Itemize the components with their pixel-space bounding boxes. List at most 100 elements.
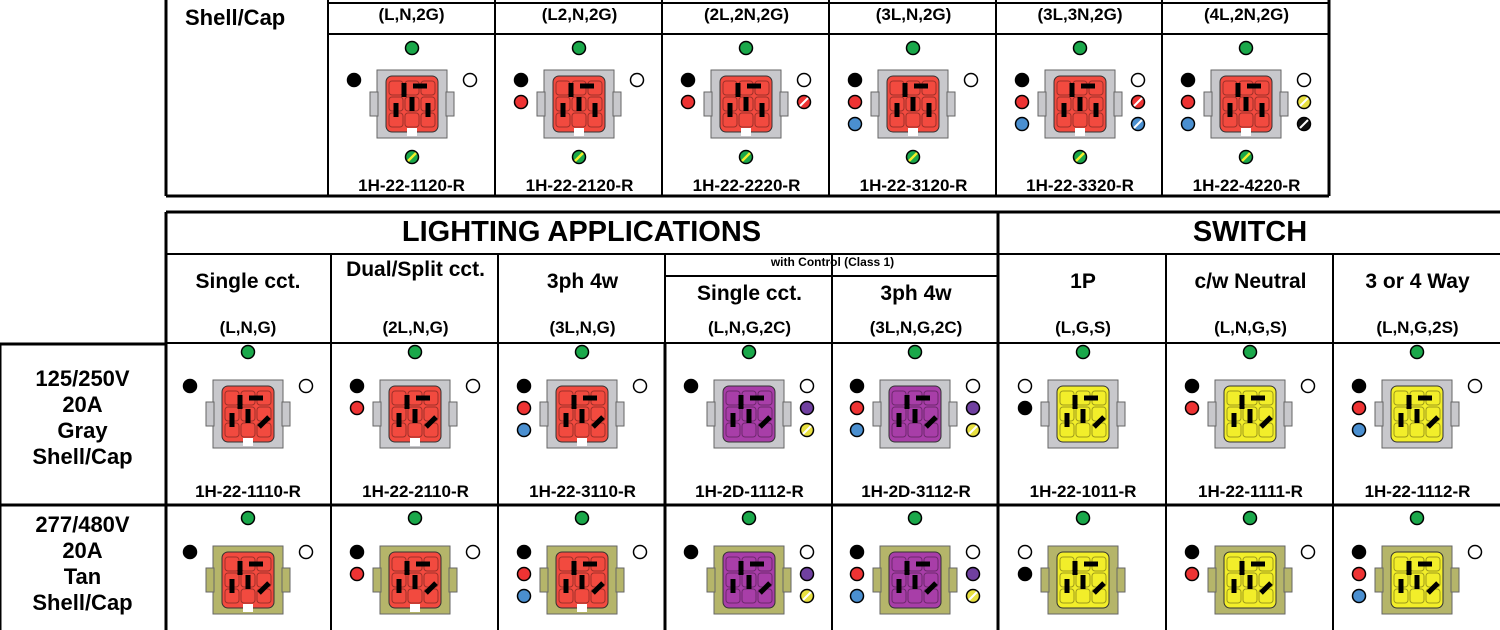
shell-tab	[706, 401, 716, 427]
key-notch	[741, 128, 751, 136]
pin-blade	[912, 575, 918, 589]
pin-blade	[1259, 103, 1265, 117]
wire-color-icon	[1184, 544, 1200, 560]
pin-blade	[926, 103, 932, 117]
pin-blade	[1426, 581, 1440, 595]
wire-color-icon	[516, 400, 532, 416]
pin-blade	[591, 581, 605, 595]
pin-blade	[229, 413, 235, 427]
wire-color-icon	[796, 72, 812, 88]
pin-blade	[579, 409, 585, 423]
wire-color-icon	[1184, 400, 1200, 416]
pin-blade	[412, 409, 418, 423]
pin-cavity	[404, 112, 420, 128]
pin-blade	[1092, 415, 1106, 429]
pin-cavity	[1072, 112, 1088, 128]
wire-color-icon	[349, 400, 365, 416]
ground-wire-icon	[407, 344, 423, 360]
shell-tab	[445, 91, 455, 117]
ground-wire-icon	[240, 344, 256, 360]
key-notch	[908, 128, 918, 136]
wire-color-icon	[182, 544, 198, 560]
stripe-mark	[1241, 152, 1251, 162]
pin-blade	[902, 83, 908, 97]
pin-blade	[912, 409, 918, 423]
wire-color-icon	[298, 544, 314, 560]
pin-blade	[1414, 409, 1420, 423]
pin-blade	[1084, 561, 1098, 567]
ground-wire-icon	[1075, 510, 1091, 526]
stripe-mark	[1299, 119, 1309, 129]
wire-color-icon	[683, 544, 699, 560]
shell-tab	[372, 401, 382, 427]
col-3-or-4-way: 3 or 4 Way	[1365, 270, 1470, 293]
shell-tab	[1113, 91, 1123, 117]
key-notch	[243, 604, 253, 612]
pin-blade	[1064, 579, 1070, 593]
pin-blade	[1080, 575, 1086, 589]
key-notch	[410, 438, 420, 446]
ground-wire-icon	[1409, 510, 1425, 526]
pin-blade	[571, 561, 577, 575]
stripe-mark	[574, 152, 584, 162]
pin-blade	[576, 97, 582, 111]
col-1p: 1P	[1070, 270, 1096, 293]
shell-tab	[539, 567, 549, 593]
pin-blade	[237, 395, 243, 409]
pin-blade	[1061, 103, 1067, 117]
part-number: 1H-22-1111-R	[1198, 482, 1303, 501]
stripe-mark	[802, 591, 812, 601]
shell-tab	[1040, 401, 1050, 427]
shell-tab	[946, 91, 956, 117]
wire-color-icon	[1300, 378, 1316, 394]
wiring-code: (2L,N,G)	[382, 318, 449, 337]
pin-blade	[571, 395, 577, 409]
pin-blade	[904, 561, 910, 575]
wiring-code: (L,G,S)	[1055, 318, 1111, 337]
stripe-mark	[407, 152, 417, 162]
stripe-mark	[968, 425, 978, 435]
pin-blade	[1080, 409, 1086, 423]
pin-blade	[758, 581, 772, 595]
part-number: 1H-22-2110-R	[362, 482, 469, 501]
pin-blade	[579, 575, 585, 589]
pin-blade	[904, 395, 910, 409]
shell-tab	[372, 567, 382, 593]
wire-color-icon	[849, 400, 865, 416]
top-code: (2L,2N,2G)	[703, 5, 790, 24]
wiring-code: (3L,N,G,2C)	[869, 318, 963, 337]
wire-color-icon	[849, 378, 865, 394]
shell-tab	[1279, 91, 1289, 117]
part-number: 1H-22-3110-R	[529, 482, 636, 501]
wiring-code: (L,N,G,2S)	[1376, 318, 1459, 337]
key-notch	[1075, 128, 1085, 136]
shell-tab	[1203, 91, 1213, 117]
wire-color-icon	[965, 378, 981, 394]
shell-tab	[782, 401, 792, 427]
pin-blade	[249, 561, 263, 567]
pin-blade	[1231, 579, 1237, 593]
key-notch	[1241, 128, 1251, 136]
pin-blade	[404, 395, 410, 409]
pin-cavity	[1238, 112, 1254, 128]
pin-blade	[1235, 83, 1241, 97]
wire-color-icon	[1180, 72, 1196, 88]
shell-tab	[205, 567, 215, 593]
col-single-cct: Single cct.	[195, 270, 301, 293]
pin-blade	[404, 561, 410, 575]
pin-blade	[1072, 561, 1078, 575]
top-part-number: 1H-22-1120-R	[358, 176, 465, 195]
shell-tab	[615, 567, 625, 593]
wire-color-icon	[462, 72, 478, 88]
wire-color-icon	[349, 566, 365, 582]
stripe-mark	[741, 152, 751, 162]
wire-color-icon	[799, 400, 815, 416]
ground-wire-icon	[404, 40, 420, 56]
top-part-number: 1H-22-3120-R	[859, 176, 968, 195]
pin-blade	[592, 103, 598, 117]
col-3ph-4w: 3ph 4w	[546, 270, 619, 293]
stripe-mark	[802, 425, 812, 435]
pin-blade	[1251, 395, 1265, 401]
ground-wire-icon	[907, 510, 923, 526]
